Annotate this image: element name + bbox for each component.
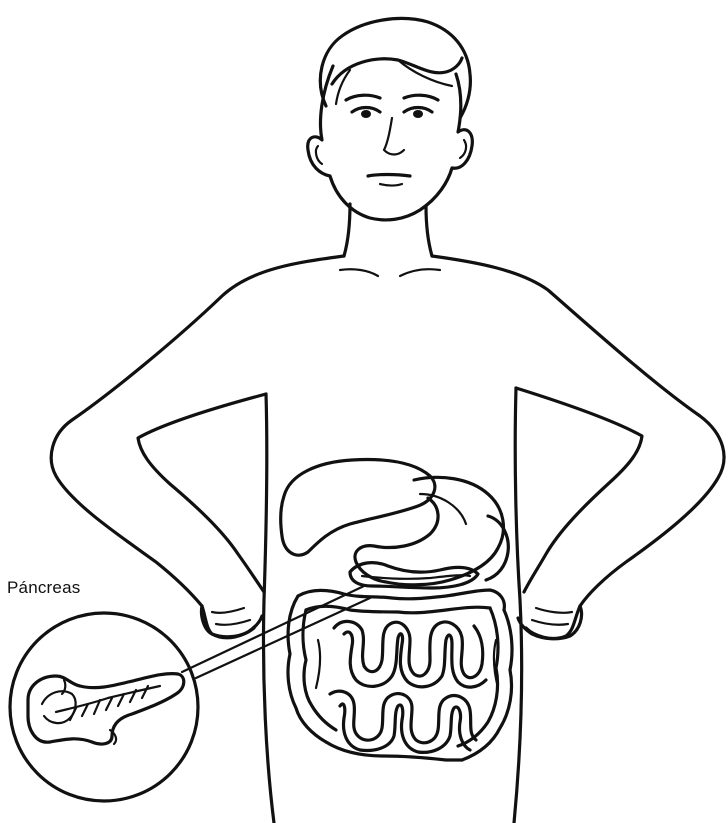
stomach	[355, 477, 503, 584]
right-hand-fingers	[532, 608, 572, 625]
mouth	[368, 175, 410, 177]
pancreas-label: Páncreas	[7, 578, 80, 598]
nose	[384, 118, 404, 155]
right-eyebrow	[404, 95, 438, 100]
right-ear-detail	[460, 140, 466, 158]
pancreas-enlarged-texture	[70, 686, 148, 720]
left-eyebrow	[346, 95, 380, 100]
small-intestine-lower-inner	[340, 704, 470, 752]
head	[308, 18, 473, 219]
hair-fringe	[332, 58, 462, 84]
left-arm-outer	[51, 256, 344, 638]
left-ear-detail	[316, 146, 322, 164]
descending-colon	[462, 610, 512, 760]
pancreas-callout	[10, 586, 370, 801]
collarbone-left	[340, 269, 378, 276]
right-pupil	[413, 110, 423, 118]
torso-right-side	[514, 388, 522, 823]
lower-lip	[380, 184, 402, 186]
neck-right	[426, 206, 432, 256]
small-intestine-upper	[334, 621, 483, 677]
callout-circle	[10, 613, 198, 801]
liver	[281, 460, 435, 556]
right-arm-outer	[432, 256, 724, 638]
sigmoid-colon	[326, 742, 462, 760]
left-hand-fingers	[212, 608, 250, 625]
hair	[320, 18, 470, 118]
small-intestine-upper-inner	[344, 632, 486, 687]
neck-left	[344, 204, 350, 256]
left-pupil	[361, 110, 371, 118]
right-arm-inner	[516, 388, 642, 592]
face-outline	[308, 66, 473, 220]
torso-left-side	[263, 394, 274, 823]
transverse-colon-inner	[306, 606, 490, 613]
collarbone-right	[400, 269, 440, 276]
descending-colon-inner	[458, 608, 498, 746]
pancreas-enlarged-tail	[62, 680, 116, 744]
